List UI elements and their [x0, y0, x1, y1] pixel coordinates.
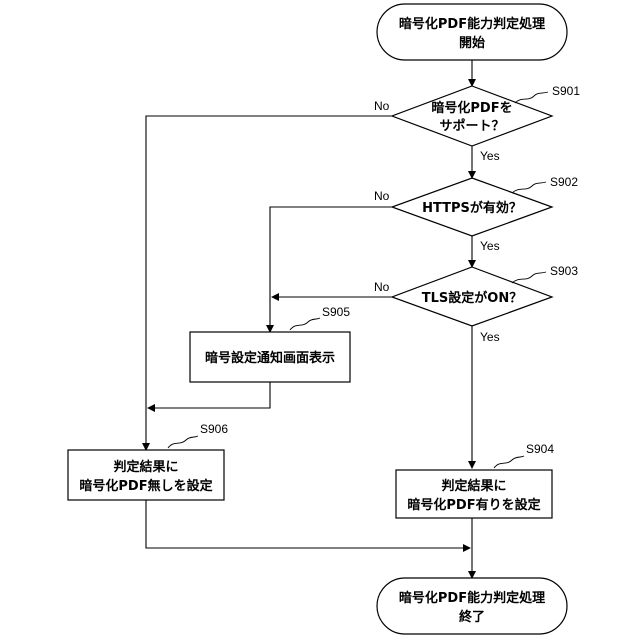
step-label-s906: S906 [200, 422, 228, 436]
step-leader-s906 [168, 436, 198, 448]
step-leader-s903 [512, 272, 546, 283]
step-label-s901: S901 [552, 84, 580, 98]
decision-s903-no-label: No [374, 280, 390, 294]
start-label-line1: 暗号化PDF能力判定処理 [399, 16, 545, 32]
step-label-s904: S904 [526, 442, 554, 456]
process-s906: 判定結果に 暗号化PDF無しを設定 S906 [68, 422, 228, 500]
decision-s901-line2: サポート？ [439, 118, 504, 134]
process-s904-line1: 判定結果に [441, 478, 506, 494]
decision-s901-no-label: No [374, 99, 390, 113]
process-s904: 判定結果に 暗号化PDF有りを設定 S904 [396, 442, 554, 518]
process-s904-line2: 暗号化PDF有りを設定 [407, 497, 540, 513]
step-leader-s904 [494, 456, 524, 468]
end-label-line2: 終了 [459, 609, 485, 625]
start-label-line2: 開始 [459, 35, 485, 51]
process-s906-line2: 暗号化PDF無しを設定 [79, 478, 212, 494]
decision-s902-line1: HTTPSが有効？ [422, 200, 522, 216]
process-s906-line1: 判定結果に [113, 459, 178, 475]
step-leader-s901 [515, 92, 548, 103]
decision-s901-yes-label: Yes [480, 149, 500, 163]
decision-s903: TLS設定がON？ S903 No Yes [374, 264, 578, 344]
decision-s902-yes-label: Yes [480, 239, 500, 253]
decision-s902: HTTPSが有効？ S902 No Yes [374, 175, 578, 253]
step-label-s905: S905 [322, 305, 350, 319]
decision-s902-no-label: No [374, 189, 390, 203]
end-terminal: 暗号化PDF能力判定処理 終了 [377, 578, 567, 634]
step-label-s902: S902 [550, 175, 578, 189]
step-label-s903: S903 [550, 264, 578, 278]
decision-s903-line1: TLS設定がON？ [422, 290, 522, 306]
decision-s903-yes-label: Yes [480, 330, 500, 344]
edge-s905-to-s906 [148, 382, 270, 408]
edge-s901-no [146, 116, 392, 450]
decision-s901-line1: 暗号化PDFを [431, 100, 512, 116]
step-leader-s905 [290, 318, 320, 330]
process-s905-line1: 暗号設定通知画面表示 [205, 350, 335, 366]
step-leader-s902 [512, 182, 546, 193]
end-label-line1: 暗号化PDF能力判定処理 [399, 590, 545, 606]
start-terminal: 暗号化PDF能力判定処理 開始 [377, 4, 567, 60]
decision-s901: 暗号化PDFを サポート？ S901 No Yes [374, 84, 580, 163]
